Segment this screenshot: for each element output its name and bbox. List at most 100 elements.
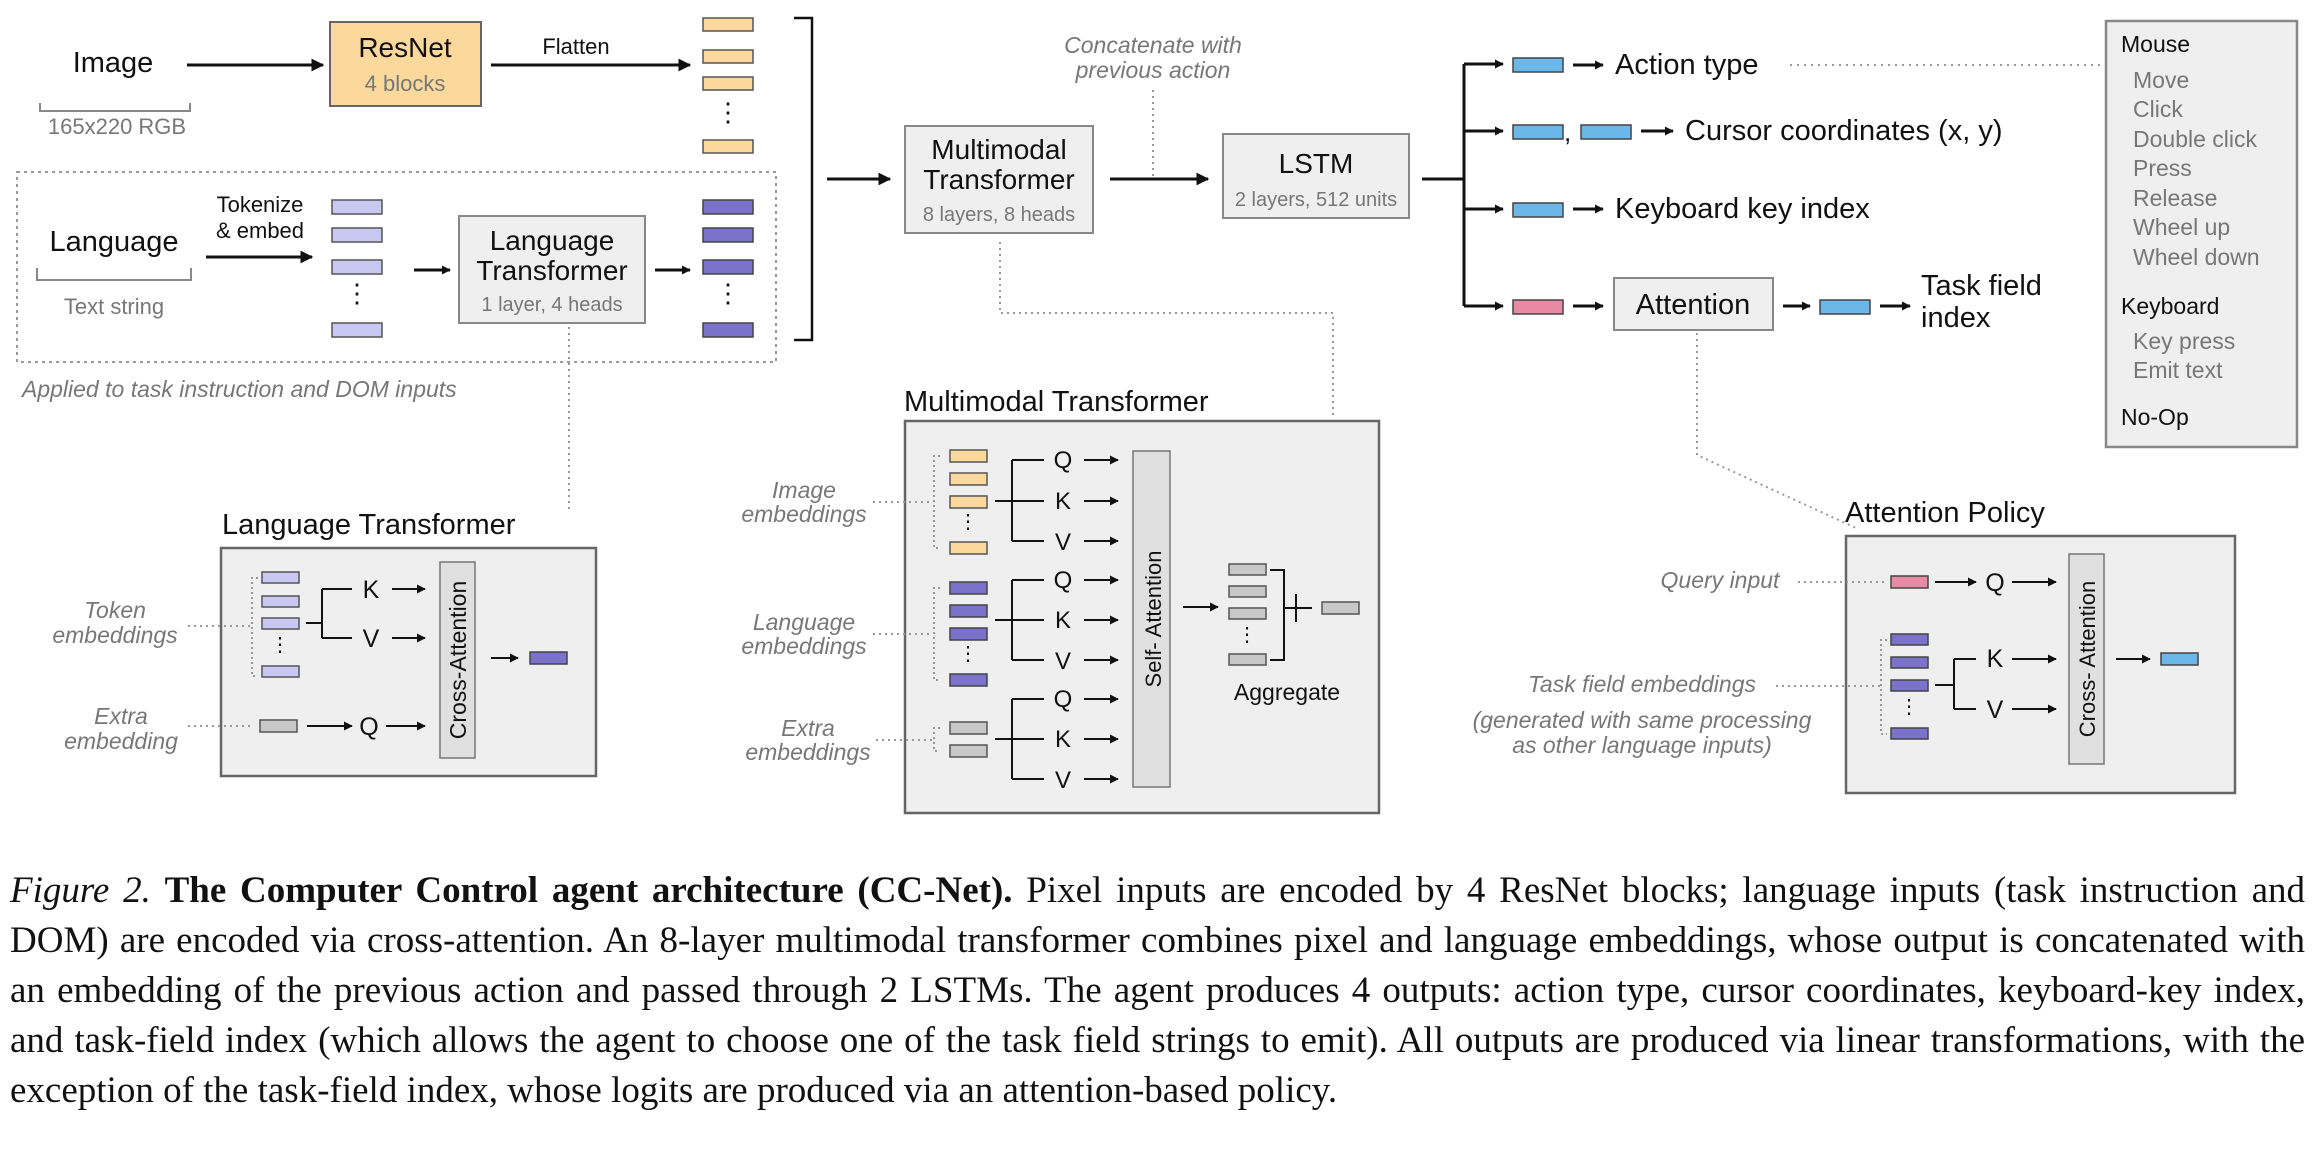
image-bracket — [39, 103, 191, 112]
mm-language-token — [949, 581, 988, 595]
lang-detail-extra-token — [259, 719, 298, 733]
lstm-title: LSTM — [1279, 148, 1354, 179]
keyboard-token — [1512, 202, 1564, 218]
lang-detail-k: K — [363, 576, 380, 604]
cursor-y-token — [1580, 124, 1632, 140]
encoded-token — [702, 199, 754, 215]
flatten-label: Flatten — [542, 34, 609, 59]
svg-text:⋮: ⋮ — [958, 643, 978, 665]
mm-q: Q — [1054, 686, 1073, 713]
mouse-item: Double click — [2133, 126, 2257, 152]
cursor-label: Cursor coordinates (x, y) — [1685, 115, 2003, 147]
image-emb-label-1: Image — [772, 477, 836, 503]
image-token — [702, 76, 754, 91]
attn-q: Q — [1985, 569, 2004, 597]
concat-note-1: Concatenate with — [1064, 32, 1242, 58]
resnet-box: ResNet 4 blocks — [329, 21, 482, 107]
cursor-comma: , — [1564, 117, 1571, 147]
encoded-token-ellipsis: ⋮ — [715, 278, 741, 308]
mm-v: V — [1055, 529, 1071, 556]
mouse-item: Wheel down — [2133, 244, 2260, 270]
svg-text:⋮: ⋮ — [958, 511, 978, 533]
langtrans-title-2: Transformer — [476, 255, 627, 286]
mm-v: V — [1055, 648, 1071, 675]
language-token — [331, 322, 383, 338]
attn-query-token — [1890, 575, 1929, 589]
mm-image-token — [949, 495, 988, 509]
image-token-stack: ⋮ — [702, 17, 754, 154]
mm-k: K — [1055, 726, 1071, 753]
architecture-diagram: Image 165x220 RGB ResNet 4 blocks Flatte… — [16, 16, 2299, 815]
attention-box: Attention — [1613, 277, 1774, 331]
image-emb-label-2: embeddings — [741, 501, 867, 527]
lang-detail-token — [261, 571, 300, 584]
lang-detail-cross-attention: Cross-Attention — [445, 581, 471, 740]
mm-image-token — [949, 472, 988, 486]
attention-label: Attention — [1636, 289, 1750, 321]
lstm-box: LSTM 2 layers, 512 units — [1222, 133, 1410, 219]
langtrans-sub: 1 layer, 4 heads — [481, 294, 622, 316]
mouse-item: Wheel up — [2133, 214, 2230, 240]
image-token — [702, 49, 754, 64]
attn-task-token — [1890, 679, 1929, 692]
mmtrans-sub: 8 layers, 8 heads — [923, 204, 1075, 226]
action-type-token — [1512, 57, 1564, 73]
svg-text:⋮: ⋮ — [1899, 696, 1919, 718]
action-list-box: Mouse Move Click Double click Press Rele… — [2104, 19, 2299, 449]
lang-detail-output-token — [529, 651, 568, 665]
encoded-token-stack: ⋮ — [702, 199, 754, 338]
leader-attention-detail — [1696, 333, 1857, 529]
lstm-sub: 2 layers, 512 units — [1235, 189, 1397, 211]
task-field-label-2: index — [1921, 302, 1991, 334]
mm-v: V — [1055, 767, 1071, 794]
lang-emb-label-1: Language — [753, 609, 855, 635]
extra-emb-label-1: Extra — [94, 703, 148, 729]
cursor-x-token — [1512, 124, 1564, 140]
extra-emb-label-2: embedding — [64, 728, 178, 754]
mm-q: Q — [1054, 567, 1073, 594]
attn-task-token — [1890, 633, 1929, 646]
figure-caption: Figure 2. The Computer Control agent arc… — [10, 866, 2305, 1116]
mm-image-token — [949, 541, 988, 555]
language-sub: Text string — [64, 294, 164, 319]
applied-note: Applied to task instruction and DOM inpu… — [20, 376, 457, 402]
lang-detail-token — [261, 595, 300, 608]
mm-extra-token — [949, 721, 988, 735]
attention-policy-detail: Attention Policy Query input Q Task fiel… — [1473, 497, 2237, 795]
mm-transformer-detail: Multimodal Transformer Image embeddings … — [741, 386, 1381, 815]
tokenize-label-2: & embed — [216, 218, 304, 243]
mm-output-token — [1228, 585, 1267, 598]
mm-language-token — [949, 604, 988, 618]
caption-title: The Computer Control agent architecture … — [164, 870, 1013, 911]
language-token-stack: ⋮ — [331, 199, 383, 338]
attn-k: K — [1987, 645, 2004, 673]
lang-detail-token — [261, 665, 300, 678]
language-label: Language — [49, 226, 178, 258]
attn-output-token — [2160, 652, 2199, 666]
keyboard-label: Keyboard key index — [1615, 193, 1870, 225]
extra-embs-label-1: Extra — [781, 715, 835, 741]
mouse-item: Move — [2133, 67, 2189, 93]
mm-extra-token — [949, 744, 988, 758]
mouse-header: Mouse — [2121, 31, 2190, 57]
task-field-label-1: Task field — [1921, 270, 2042, 302]
mm-output-token — [1228, 563, 1267, 576]
concat-bracket — [794, 16, 814, 342]
language-token — [331, 259, 383, 275]
task-field-emb-label: Task field embeddings — [1528, 671, 1757, 697]
mm-aggregate-label: Aggregate — [1234, 679, 1340, 705]
mm-image-token — [949, 449, 988, 463]
mm-self-attention: Self- Attention — [1141, 551, 1166, 688]
lang-detail-v: V — [363, 625, 380, 653]
attn-detail-title: Attention Policy — [1845, 497, 2045, 529]
tokenize-label-1: Tokenize — [217, 192, 304, 217]
svg-text:⋮: ⋮ — [1237, 624, 1257, 646]
mouse-item: Click — [2133, 96, 2183, 122]
mm-detail-title: Multimodal Transformer — [904, 386, 1209, 418]
image-token — [702, 139, 754, 154]
mm-k: K — [1055, 607, 1071, 634]
encoded-token — [702, 259, 754, 275]
resnet-title: ResNet — [358, 32, 452, 63]
attn-v: V — [1987, 696, 2004, 724]
